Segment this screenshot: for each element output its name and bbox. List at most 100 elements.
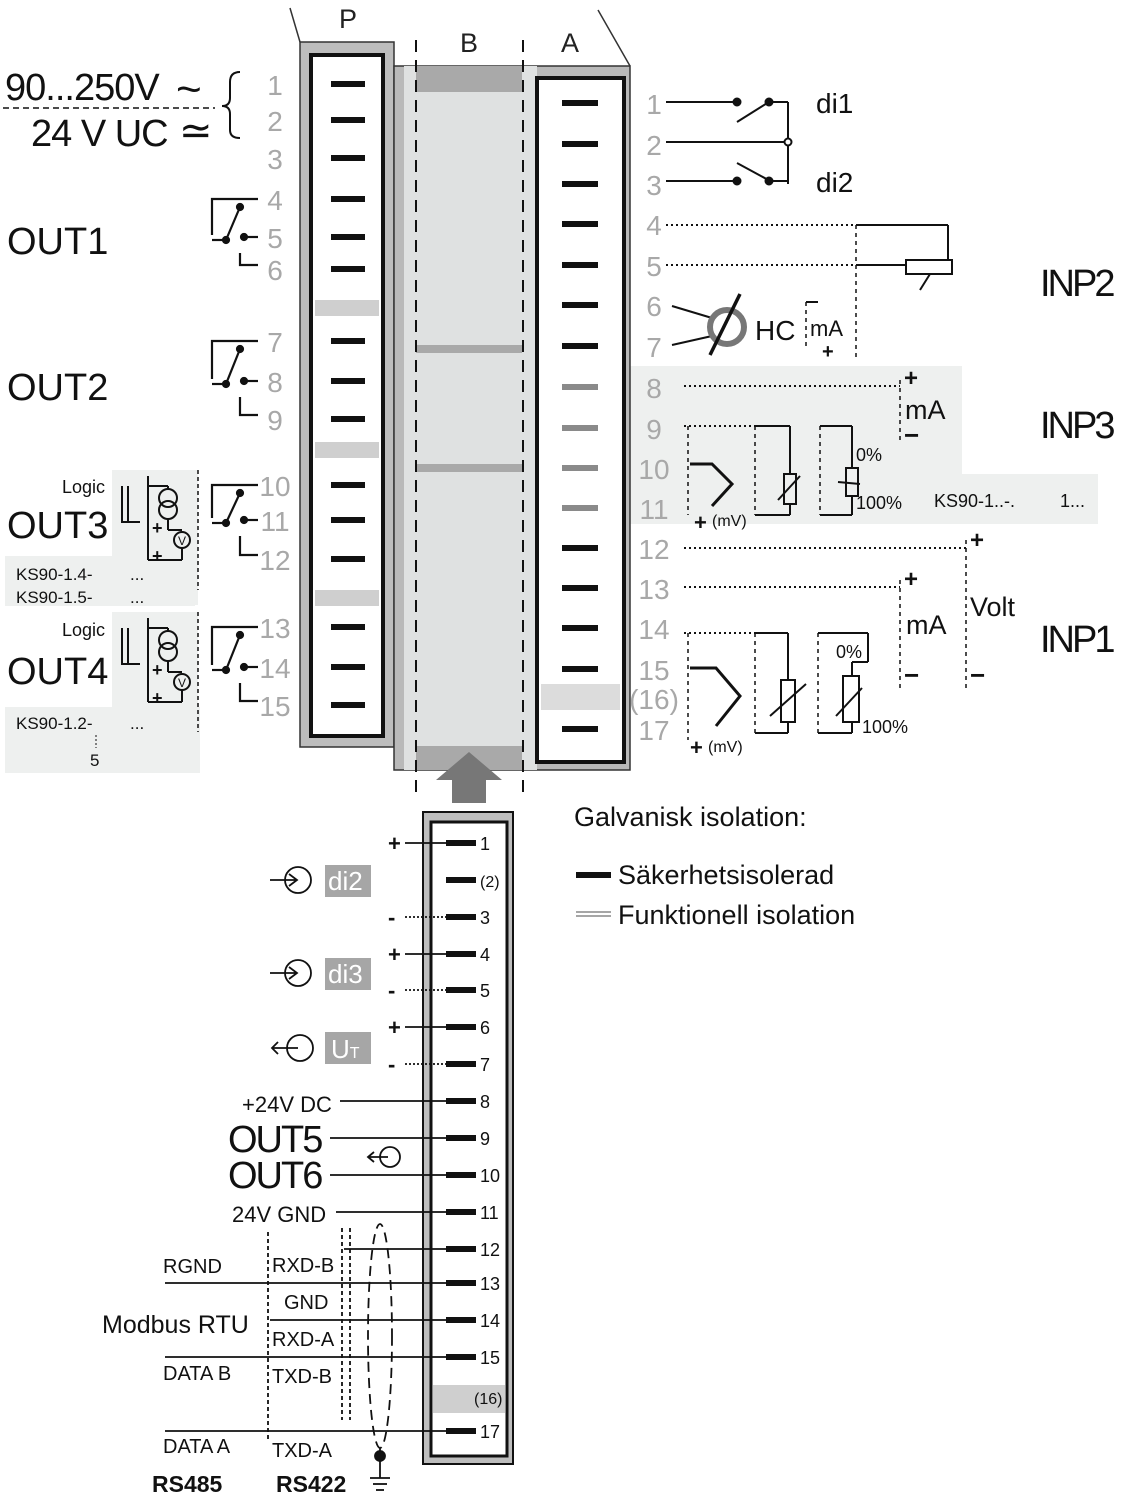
b-txda-label: TXD-A: [272, 1440, 333, 1462]
legend-safety-label: Säkerhetsisolerad: [618, 860, 834, 890]
p-terminal-number: 13: [259, 613, 290, 644]
out3-plus-1: +: [152, 518, 163, 538]
p-terminal-number: 4: [267, 185, 283, 216]
b-terminal-number: (2): [480, 874, 500, 891]
b-dataa-label: DATA A: [163, 1436, 231, 1458]
b-terminal-number: 13: [480, 1274, 500, 1294]
b-terminal-bar: [446, 1061, 476, 1067]
p-terminal-bar: [331, 338, 365, 344]
b-terminal-bars: [446, 840, 476, 1434]
b-terminal-bar: [446, 1428, 476, 1434]
b-terminal-bar: [446, 1135, 476, 1141]
b-polarity-signs: +-+-+-: [388, 831, 401, 1077]
a-terminal-bar: [562, 141, 598, 147]
inp3-texts: + mA − 0% 100% + (mV) KS90-1..-. 1... IN…: [694, 365, 1117, 535]
b-terminal-bar: [446, 840, 476, 846]
model-out4-a: KS90-1.2-: [16, 714, 93, 733]
p-terminal-bar: [331, 234, 365, 240]
inp1-pct100: 100%: [862, 717, 908, 737]
a-terminal-number: 12: [638, 534, 669, 565]
output-labels: OUT1 OUT2 OUT3 OUT4 Logic Logic KS90-1.4…: [7, 221, 144, 770]
out4-logic-label: Logic: [62, 620, 105, 640]
b-terminal-number: 4: [480, 945, 490, 965]
column-b-label: B: [460, 28, 478, 58]
a-terminal-bar: [562, 425, 598, 431]
hc-ma-label: mA: [810, 316, 843, 341]
a-terminal-bar: [562, 100, 598, 106]
inp3-wiring: [684, 380, 901, 516]
relay-contact-symbol: [210, 625, 258, 703]
b-di2-label: di2: [328, 866, 363, 896]
inp3-mv-plus: +: [694, 510, 707, 535]
p-terminal-number: 12: [259, 545, 290, 576]
b-wiring: [165, 842, 455, 1491]
b-texts: di2 di3 UT +24V DC OUT5 OUT6 24V GND RGN…: [102, 866, 363, 1497]
a-terminal-bar: [562, 302, 598, 308]
inp2-wiring: [666, 224, 953, 360]
b-terminal-bar: [446, 1246, 476, 1252]
b-rs485-label: RS485: [152, 1471, 223, 1497]
out3-v-symbol: V: [178, 534, 186, 548]
relay-contact-symbol: [210, 339, 258, 417]
model-out4-b: 5: [90, 751, 99, 770]
inp1-label: INP1: [1040, 619, 1114, 661]
relay-contacts-p: [210, 197, 258, 703]
p-terminal-bar: [331, 81, 365, 87]
b-modbus-label: Modbus RTU: [102, 1311, 249, 1339]
inp1-plus-ma: +: [904, 566, 918, 593]
b-ut-label: UT: [331, 1034, 360, 1064]
a-terminal-number: 2: [646, 130, 662, 161]
b-terminal-number: 17: [480, 1422, 500, 1442]
b-terminal-bar: [446, 1209, 476, 1215]
p-terminal-bars: [331, 81, 365, 708]
b-terminal-bar: [446, 914, 476, 920]
logic-output-out3: [121, 470, 199, 590]
inp3-minus: −: [904, 420, 919, 450]
a-terminal-bars: [562, 100, 598, 732]
b-polarity-sign: -: [388, 978, 395, 1003]
inp3-plus-top: +: [904, 365, 918, 392]
legend-functional-label: Funktionell isolation: [618, 900, 855, 930]
b-terminal-bar: [446, 877, 476, 883]
digital-inputs-a: [666, 97, 793, 186]
hc-label: HC: [755, 315, 795, 346]
inp1-minus-volt: −: [970, 660, 985, 690]
a-terminal-number: 17: [638, 715, 669, 746]
inp1-plus-volt: +: [970, 527, 984, 554]
b-terminal-number: 15: [480, 1348, 500, 1368]
b-terminal-number: 11: [480, 1203, 499, 1223]
b-terminal-number: 10: [480, 1166, 500, 1186]
a-terminal-bar: [562, 221, 598, 227]
model-out3-b: KS90-1.5-: [16, 588, 93, 607]
a-terminal-number: 7: [646, 332, 662, 363]
a-terminal-bar: [562, 726, 598, 732]
p-terminal-bar: [331, 155, 365, 161]
inp1-mv: (mV): [708, 739, 743, 756]
b-terminal-bar: [446, 1280, 476, 1286]
inp1-minus-ma: −: [904, 660, 919, 690]
b-terminal-number: 3: [480, 908, 490, 928]
a-terminal-number: 10: [638, 454, 669, 485]
b-terminal-number: 12: [480, 1240, 500, 1260]
b-terminal-bar: [446, 1354, 476, 1360]
b-24vdc-label: +24V DC: [242, 1092, 332, 1117]
di1-label: di1: [816, 88, 853, 119]
supply-dc-text: 24 V UC: [31, 113, 168, 155]
p-terminal-bar: [331, 702, 365, 708]
b-terminal-number: 5: [480, 981, 490, 1001]
supply-ac-text: 90...250V: [5, 67, 160, 109]
p-terminal-number: 15: [259, 691, 290, 722]
b-grey-labels: [325, 865, 371, 1064]
out3-label: OUT3: [7, 505, 108, 547]
p-terminal-bar: [331, 378, 365, 384]
heating-current-input: [671, 293, 818, 356]
b-polarity-sign: -: [388, 1052, 395, 1077]
b-terminal-number: 9: [480, 1129, 490, 1149]
a-terminal-number: 6: [646, 291, 662, 322]
inp1-volt: Volt: [970, 592, 1016, 622]
inp1-texts: + + Volt mA − − 0% 100% + (mV) INP1: [690, 527, 1117, 760]
a-terminal-number: 13: [638, 574, 669, 605]
